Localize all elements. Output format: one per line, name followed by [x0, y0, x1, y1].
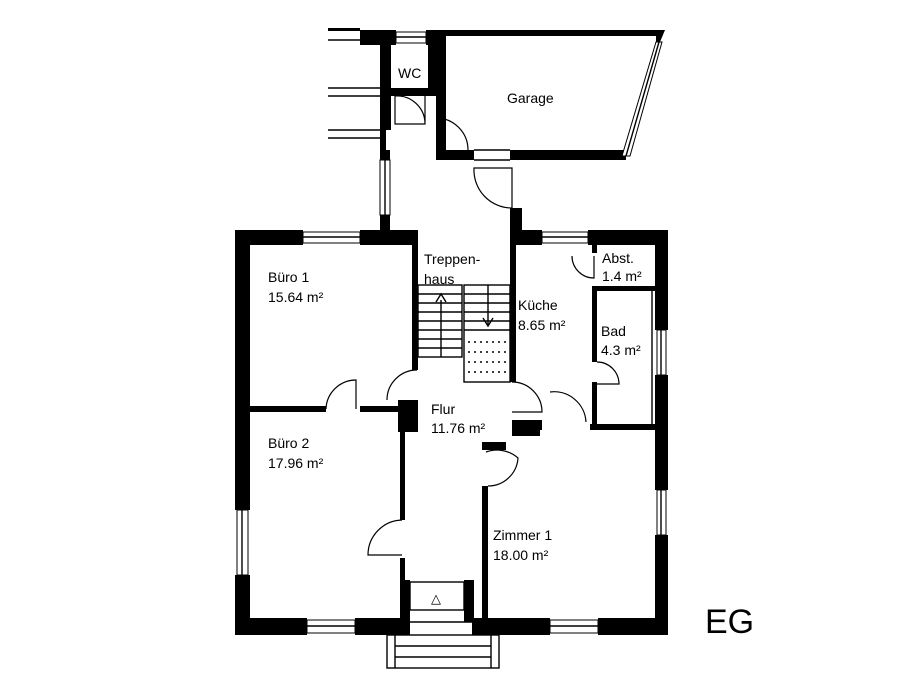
wall	[380, 30, 391, 90]
wall	[510, 230, 542, 245]
wall	[655, 535, 668, 635]
wall	[464, 580, 474, 622]
wall	[360, 230, 417, 245]
wall	[412, 230, 418, 370]
wall	[588, 230, 668, 245]
room-label-flur: Flur	[431, 401, 455, 417]
wall	[400, 580, 410, 622]
room-label-zimmer1: Zimmer 1	[493, 527, 552, 543]
wall	[235, 230, 303, 245]
wall	[592, 243, 597, 253]
wall	[597, 286, 657, 291]
wall	[598, 618, 668, 635]
wall	[436, 150, 474, 160]
room-label-treppenhaus-2: haus	[424, 271, 454, 287]
wall	[426, 30, 436, 45]
wall	[360, 406, 418, 412]
wall	[380, 96, 391, 130]
door	[549, 391, 587, 423]
wall	[592, 382, 597, 430]
wall	[655, 375, 668, 490]
room-label-garage: Garage	[507, 90, 554, 106]
entrance-arrow-icon: △	[431, 591, 441, 606]
floor-level-label: EG	[705, 603, 754, 641]
stairs	[417, 284, 511, 383]
wall	[512, 420, 542, 430]
wall	[590, 424, 658, 430]
door	[367, 519, 403, 556]
wall	[250, 406, 326, 412]
wall	[482, 442, 506, 450]
door	[596, 361, 620, 385]
room-area-flur: 11.76 m²	[431, 420, 486, 436]
door	[394, 95, 426, 125]
door	[511, 381, 543, 413]
wall	[655, 230, 668, 330]
wall	[472, 618, 550, 635]
door	[386, 369, 418, 401]
wall	[592, 286, 597, 362]
wall	[380, 88, 436, 96]
wall	[510, 208, 522, 230]
door	[435, 117, 469, 151]
wall	[380, 215, 390, 230]
room-label-buero1: Büro 1	[268, 269, 309, 285]
entrance-door	[409, 581, 465, 611]
room-label-wc: WC	[398, 65, 421, 81]
wall	[510, 230, 516, 382]
room-label-abst: Abst.	[602, 250, 634, 266]
door	[571, 255, 595, 279]
entrance-steps	[386, 634, 500, 669]
room-area-kueche: 8.65 m²	[518, 317, 566, 333]
room-area-bad: 4.3 m²	[601, 342, 641, 358]
room-area-buero1: 15.64 m²	[268, 289, 324, 305]
wall	[235, 618, 307, 635]
room-label-buero2: Büro 2	[268, 435, 309, 451]
wall	[355, 618, 410, 635]
room-area-zimmer1: 18.00 m²	[493, 547, 549, 563]
door	[473, 167, 513, 209]
wall	[428, 40, 436, 95]
wall	[482, 486, 488, 620]
room-area-buero2: 17.96 m²	[268, 455, 324, 471]
wall	[380, 128, 386, 150]
door	[325, 379, 357, 410]
room-label-bad: Bad	[601, 323, 626, 339]
wall	[380, 150, 390, 160]
wall	[400, 430, 405, 520]
wall	[512, 430, 540, 436]
room-area-abst: 1.4 m²	[602, 268, 642, 284]
door	[485, 449, 519, 487]
wall	[235, 230, 250, 510]
wall	[398, 400, 418, 432]
room-label-treppenhaus: Treppen-	[424, 251, 481, 267]
room-label-kueche: Küche	[518, 297, 558, 313]
wall	[328, 28, 360, 31]
wall	[510, 150, 626, 160]
